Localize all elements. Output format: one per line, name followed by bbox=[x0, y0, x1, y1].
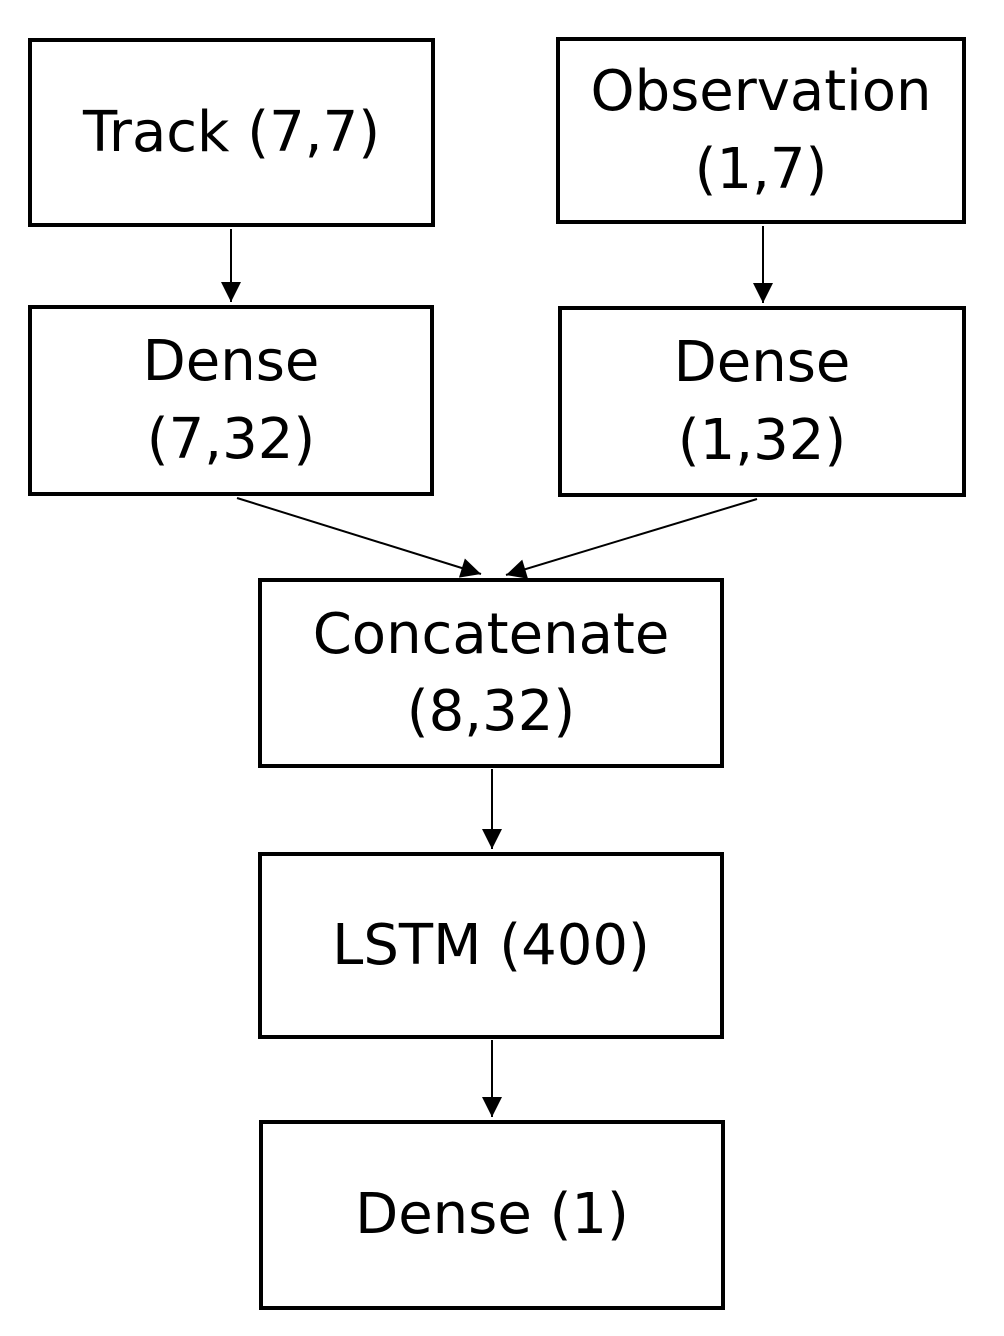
node-shape-label: (1,7) bbox=[694, 136, 828, 202]
node-shape-label: (1,32) bbox=[677, 407, 847, 473]
node-observation-input: Observation (1,7) bbox=[556, 37, 966, 224]
node-concatenate: Concatenate (8,32) bbox=[258, 578, 724, 768]
edge-dense-track-to-concatenate bbox=[236, 497, 482, 578]
node-dense-track: Dense (7,32) bbox=[28, 305, 434, 496]
node-track-input: Track (7,7) bbox=[28, 38, 435, 227]
node-label: LSTM (400) bbox=[332, 912, 650, 978]
node-label: Observation bbox=[590, 59, 932, 125]
node-dense-output: Dense (1) bbox=[259, 1120, 725, 1310]
node-dense-observation: Dense (1,32) bbox=[558, 306, 966, 497]
node-label: Dense bbox=[673, 330, 851, 396]
node-label: Dense bbox=[142, 329, 320, 395]
node-label: Dense (1) bbox=[355, 1182, 629, 1248]
node-shape-label: (8,32) bbox=[406, 679, 576, 744]
node-label: Track (7,7) bbox=[82, 99, 381, 165]
node-shape-label: (7,32) bbox=[146, 406, 316, 472]
node-lstm: LSTM (400) bbox=[258, 852, 724, 1039]
node-label: Concatenate bbox=[312, 601, 670, 667]
edge-dense-observation-to-concatenate bbox=[505, 498, 758, 579]
